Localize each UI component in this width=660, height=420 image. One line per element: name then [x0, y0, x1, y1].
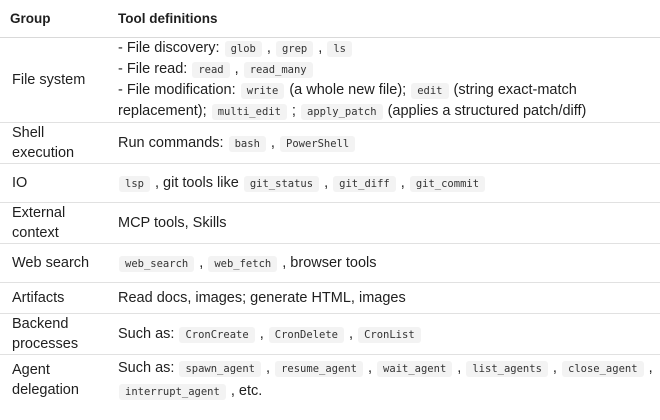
tool-code: close_agent [562, 361, 644, 377]
definitions-column-header: Tool definitions [108, 0, 660, 38]
tool-code: PowerShell [280, 135, 356, 152]
definition-text: MCP tools, Skills [118, 215, 227, 231]
definition-line: Read docs, images; generate HTML, images [118, 288, 660, 308]
group-cell: External context [0, 202, 108, 244]
tool-code: CronDelete [268, 326, 344, 343]
group-cell: Backend processes [0, 313, 108, 355]
tool-code: git_commit [409, 175, 486, 192]
definition-text: , [453, 360, 466, 376]
table-row-web-search: Web search web_search , web_fetch , brow… [0, 243, 660, 283]
tool-code: apply_patch [301, 104, 383, 120]
group-cell: Shell execution [0, 122, 108, 164]
group-cell: Artifacts [0, 282, 108, 314]
definitions-cell: Such as: CronCreate , CronDelete , CronL… [108, 313, 660, 355]
group-cell: Agent delegation [12, 362, 79, 398]
definition-text: , browser tools [278, 254, 377, 271]
tool-code: write [240, 83, 285, 99]
tool-code: interrupt_agent [119, 384, 226, 400]
definitions-cell: Run commands: bash , PowerShell [108, 122, 660, 164]
definition-text: , [255, 325, 268, 342]
group-cell: Web search [0, 243, 108, 283]
tool-code: edit [411, 83, 449, 99]
tool-code: list_agents [466, 361, 548, 377]
tool-code: grep [275, 41, 314, 57]
definition-text: , [314, 40, 327, 56]
table-row-artifacts: Artifacts Read docs, images; generate HT… [0, 282, 660, 314]
definition-text: , [262, 40, 275, 56]
table-row-file-system: File system - File discovery: glob , gre… [0, 37, 660, 123]
tool-code: git_diff [333, 175, 396, 192]
definition-text: , [363, 360, 377, 376]
table-row-external-context: External context MCP tools, Skills [0, 202, 660, 244]
group-cell: IO [0, 163, 108, 203]
tool-code: resume_agent [275, 361, 363, 377]
definition-text: (applies a structured patch/diff) [383, 103, 587, 119]
definition-text: , [344, 325, 358, 342]
definitions-cell: MCP tools, Skills [108, 202, 660, 244]
tool-code: CronList [358, 326, 421, 343]
tool-code: read [192, 62, 230, 78]
definition-text: - File discovery: [118, 40, 224, 56]
definition-line: - File read: read , read_many [118, 59, 660, 80]
definition-text: , [548, 360, 561, 376]
definition-text: , [644, 360, 653, 376]
table-row-shell-execution: Shell execution Run commands: bash , Pow… [0, 122, 660, 164]
definition-text: - File read: [118, 61, 192, 77]
definition-text: (a whole new file); [285, 82, 411, 98]
definition-text: Read docs, images; generate HTML, images [118, 290, 406, 306]
definition-text: , [195, 254, 208, 271]
definition-text: , [266, 134, 279, 151]
definition-text: Run commands: [118, 134, 228, 151]
definition-text: , [262, 360, 275, 376]
group-cell: File system [0, 37, 108, 123]
tool-code: ls [327, 41, 352, 57]
tool-code: glob [224, 41, 262, 57]
table-row-backend-processes: Backend processes Such as: CronCreate , … [0, 313, 660, 355]
tool-code: lsp [119, 175, 150, 192]
definition-text: , etc. [226, 383, 263, 399]
definition-line: MCP tools, Skills [118, 213, 660, 233]
tool-code: multi_edit [211, 104, 287, 120]
definition-line: Run commands: bash , PowerShell [118, 133, 660, 154]
definitions-cell: - File discovery: glob , grep , ls- File… [108, 37, 660, 123]
tool-code: web_search [119, 255, 195, 272]
definition-text: Such as: [118, 360, 179, 376]
definition-line: Such as: spawn_agent , resume_agent , wa… [118, 357, 660, 403]
definition-text: , [320, 174, 333, 191]
definition-text: , git tools like [150, 174, 243, 191]
definitions-cell: web_search , web_fetch , browser tools [108, 243, 660, 283]
header-row: Group Tool definitions [0, 0, 660, 38]
table-row-agent-delegation: Agent delegation Such as: spawn_agent , … [0, 355, 660, 406]
definitions-cell: lsp , git tools like git_status , git_di… [108, 163, 660, 203]
definition-text: , [396, 174, 409, 191]
table-row-io: IO lsp , git tools like git_status , git… [0, 163, 660, 203]
tool-code: wait_agent [377, 361, 453, 377]
definition-text: (string exact-match replacement); [118, 82, 577, 119]
definition-text: - File modification: [118, 82, 240, 98]
definitions-cell: Read docs, images; generate HTML, images [108, 282, 660, 314]
definitions-cell: Such as: spawn_agent , resume_agent , wa… [108, 355, 660, 406]
definition-text: Such as: [118, 325, 179, 342]
group-column-header: Group [0, 0, 108, 38]
definition-line: - File discovery: glob , grep , ls [118, 38, 660, 59]
tool-code: read_many [243, 62, 313, 78]
tool-code: web_fetch [208, 255, 278, 272]
tool-definitions-table: Group Tool definitions File system - Fil… [0, 0, 660, 406]
tool-code: CronCreate [179, 326, 255, 343]
tool-code: spawn_agent [179, 361, 261, 377]
definition-text: ; [287, 103, 300, 119]
definition-text: , [230, 61, 243, 77]
definition-line: web_search , web_fetch , browser tools [118, 253, 660, 274]
definition-line: Such as: CronCreate , CronDelete , CronL… [118, 324, 660, 345]
definition-line: - File modification: write (a whole new … [118, 80, 660, 122]
tool-code: git_status [243, 175, 320, 192]
tool-code: bash [228, 135, 266, 152]
definition-line: lsp , git tools like git_status , git_di… [118, 173, 660, 194]
